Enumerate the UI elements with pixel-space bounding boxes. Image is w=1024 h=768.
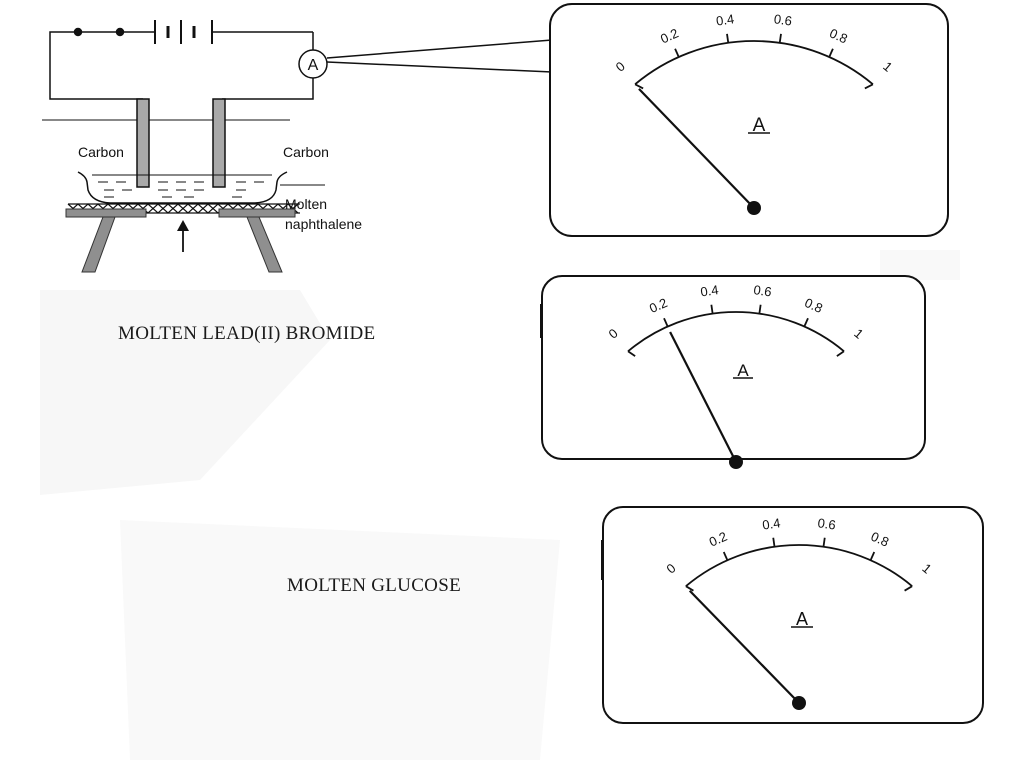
electrolyte-label-line2: naphthalene — [285, 216, 362, 232]
meter-tick-label: 0.8 — [802, 295, 825, 316]
zoom-leader-top — [326, 39, 553, 59]
meter-tick-label: 0.2 — [658, 25, 681, 46]
meter-tick-label: 0.2 — [707, 529, 730, 550]
meter-tick-label: 0.6 — [817, 515, 837, 532]
switch-terminal-right — [115, 27, 125, 37]
meter-tick — [722, 551, 729, 561]
meter-tick-label: 0.4 — [699, 282, 719, 299]
electrolyte-label-line1: Molten — [285, 196, 327, 212]
caption-lead-bromide: MOLTEN LEAD(II) BROMIDE — [118, 323, 375, 344]
meter-arc-end — [904, 585, 913, 592]
meter-arc-end — [634, 83, 644, 90]
meter-arc-end — [836, 350, 845, 357]
switch-terminal-left — [73, 27, 83, 37]
meter-tick — [828, 48, 834, 58]
circuit-wire-left — [49, 31, 155, 100]
electrode-label-left: Carbon — [78, 144, 124, 160]
meter-frame — [541, 275, 926, 460]
meter-tick — [726, 33, 730, 43]
meter-unit-label: A — [796, 609, 808, 629]
meter-tick — [710, 304, 714, 314]
smudge-left-top — [40, 290, 330, 495]
circuit-wire-right — [222, 78, 314, 100]
meter-tick — [663, 317, 669, 327]
liquid-dashes — [98, 181, 264, 198]
ammeter-symbol: A — [308, 57, 319, 74]
meter-tick — [869, 551, 876, 561]
meter-tick — [822, 537, 826, 547]
heat-arrow-icon — [177, 220, 189, 252]
meter-tick-label: 0.6 — [773, 11, 793, 28]
meter-arc — [627, 311, 845, 352]
carbon-electrode-right — [212, 98, 226, 188]
meter-arc-end — [627, 350, 636, 357]
meter-frame — [549, 3, 949, 237]
meter-tick — [803, 317, 809, 327]
smudge-left-bottom — [120, 520, 560, 760]
electrode-label-right: Carbon — [283, 144, 329, 160]
meter-arc-end — [864, 83, 874, 90]
meter-tick-label: 0.4 — [761, 515, 781, 532]
meter-arc — [634, 40, 874, 85]
meter-arc — [685, 544, 913, 587]
meter-tick-label: 0.8 — [869, 529, 892, 550]
meter-pivot — [747, 201, 761, 215]
meter-tick-label: 0.6 — [753, 282, 773, 299]
meter-tick — [674, 48, 680, 58]
meter-frame — [602, 506, 984, 724]
meter-tick — [758, 304, 762, 314]
meter-arc-end — [685, 585, 694, 592]
meter-frame-tab — [540, 304, 543, 338]
meter-tick — [772, 537, 776, 547]
meter-tick-label: 0.8 — [827, 25, 850, 46]
meter-pivot — [792, 696, 806, 710]
tripod-stand — [65, 208, 296, 273]
meter-tick-label: 0.2 — [647, 295, 670, 316]
battery-icon — [154, 20, 213, 44]
meter-unit-label: A — [737, 361, 749, 380]
ammeter-icon — [298, 49, 328, 79]
meter-pivot — [729, 455, 743, 469]
meter-needle — [669, 331, 737, 463]
beaker — [77, 171, 288, 204]
carbon-electrode-left — [136, 98, 150, 188]
caption-glucose: MOLTEN GLUCOSE — [287, 575, 461, 596]
meter-tick-label: 0.4 — [715, 11, 735, 28]
meter-unit-label: A — [753, 115, 766, 136]
background-smudges — [40, 250, 960, 760]
electrolysis-apparatus — [42, 20, 553, 273]
meter-frame-tab — [601, 540, 604, 580]
zoom-leader-bottom — [326, 61, 553, 73]
meter-needle — [688, 590, 800, 704]
meter-tick — [778, 33, 782, 43]
meter-needle — [638, 88, 755, 209]
